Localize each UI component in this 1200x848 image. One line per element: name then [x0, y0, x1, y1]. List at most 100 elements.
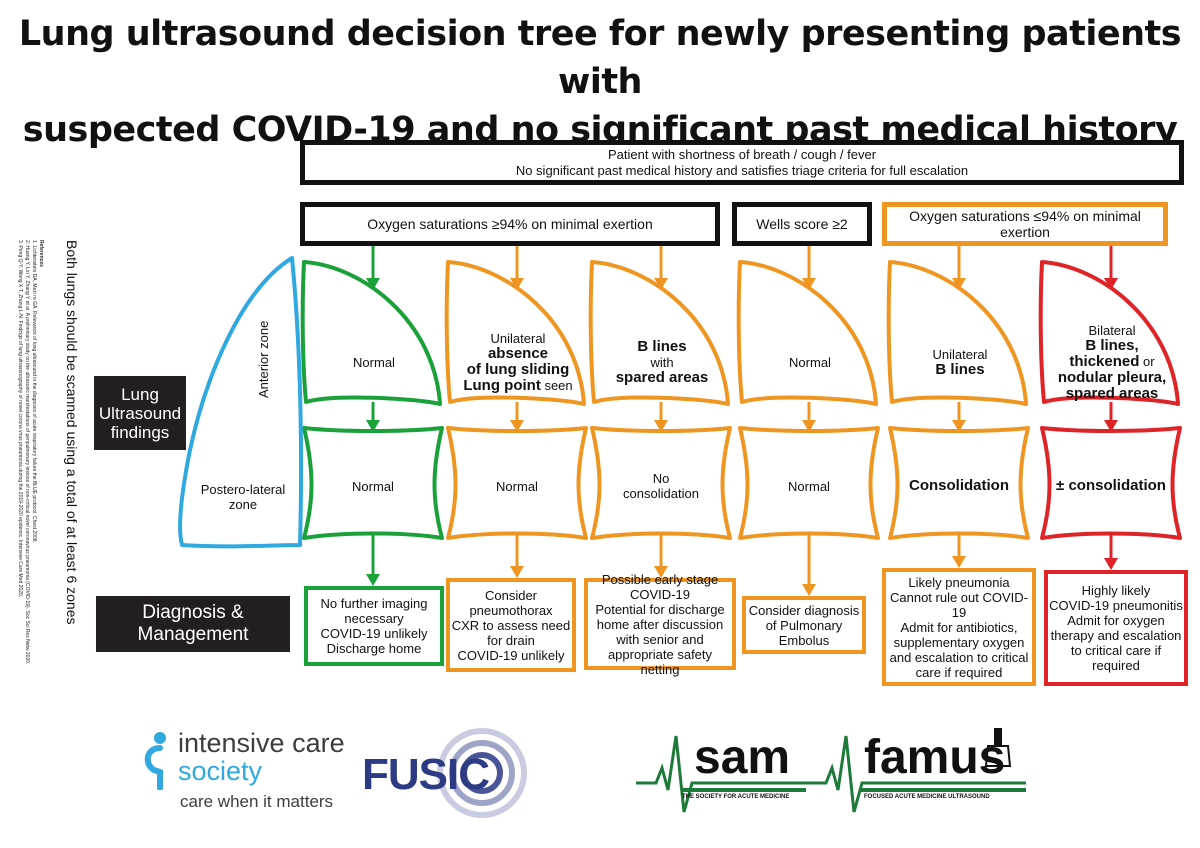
management-line: to critical care if — [1070, 643, 1162, 658]
management-line: COVID-19 unlikely — [457, 647, 565, 663]
anterior-finding-line: Lung point seen — [463, 376, 573, 394]
anterior-finding-line: of lung sliding — [466, 360, 570, 378]
criteria-sat-low: Oxygen saturations ≤94% on minimal exert… — [882, 202, 1168, 246]
references-heading: References — [38, 240, 44, 267]
findings-label: Lung Ultrasound findings — [94, 376, 186, 450]
anterior-finding-line: thickened or — [1069, 352, 1155, 370]
management-line: therapy and escalation — [1050, 628, 1182, 643]
management-line: Consider diagnosis — [748, 602, 860, 618]
arrow-to-management-5-arrowhead — [952, 556, 966, 568]
fusic-logo: FUSIC — [362, 728, 532, 818]
management-line: Cannot rule out COVID-19 — [889, 589, 1028, 620]
management-line: care if required — [915, 664, 1003, 680]
criteria-sat-high: Oxygen saturations ≥94% on minimal exert… — [300, 202, 720, 246]
references: References 1. Lichtenstein DA, Mezi re G… — [16, 240, 44, 664]
sam-wordmark: sam — [694, 731, 791, 784]
arrow-to-management-3-arrowhead — [654, 566, 668, 578]
management-line: appropriate safety netting — [607, 646, 713, 677]
fusic-rings-icon — [437, 728, 527, 818]
ics-symbol-icon — [144, 732, 166, 790]
posterior-finding-4: Normal — [748, 440, 870, 532]
posterior-zone-shape-6 — [1040, 426, 1182, 540]
posterior-zone-shape-4 — [738, 426, 880, 540]
lung-shapes — [300, 260, 1182, 540]
anterior-finding-line: absence — [487, 344, 549, 362]
anterior-zone-shape-6 — [1038, 260, 1180, 406]
management-line: COVID-19 — [630, 586, 690, 602]
posterior-zone-shape-5 — [888, 426, 1030, 540]
criteria-wells: Wells score ≥2 — [732, 202, 872, 246]
posterior-finding-line: ± consolidation — [1056, 477, 1166, 494]
anterior-zone-shape-2 — [444, 260, 586, 406]
management-line: Possible early stage — [601, 571, 719, 587]
anterior-finding-line: Normal — [789, 354, 831, 370]
arrow-to-anterior-5-arrowhead — [952, 278, 966, 290]
diagnosis-label: Diagnosis & Management — [96, 596, 290, 652]
anterior-zone-label: Anterior zone — [256, 320, 271, 398]
arrow-to-anterior-6-arrowhead — [1104, 278, 1118, 290]
posterior-finding-line: Normal — [496, 478, 538, 494]
anterior-finding-line: nodular pleura, — [1057, 368, 1167, 386]
anterior-finding-4: Normal — [746, 300, 874, 424]
arrow-to-management-2-arrowhead — [510, 566, 524, 578]
presentation-line-1: Patient with shortness of breath / cough… — [607, 146, 877, 162]
management-line: Highly likely — [1081, 583, 1151, 598]
arrow-to-anterior-4-arrowhead — [802, 278, 816, 290]
ics-tagline: care when it matters — [180, 792, 334, 811]
sam-logo: sam THE SOCIETY FOR ACUTE MEDICINE — [636, 728, 816, 818]
posterior-finding-2: Normal — [456, 440, 578, 532]
management-line: No further imaging — [320, 596, 428, 611]
anterior-finding-line: spared areas — [1065, 384, 1159, 402]
anterior-finding-line: B lines — [935, 360, 985, 378]
anterior-finding-line: Unilateral — [932, 346, 988, 362]
title-line-1: Lung ultrasound decision tree for newly … — [18, 14, 1182, 102]
anterior-finding-line: B lines, — [1085, 336, 1139, 354]
posterior-zone-shape-3 — [590, 426, 732, 540]
management-line: of Pulmonary — [765, 617, 843, 633]
management-line: Likely pneumonia — [908, 574, 1010, 590]
anterior-finding-line: spared areas — [615, 368, 709, 386]
posterior-finding-5: Consolidation — [898, 440, 1020, 532]
management-line: Consider — [484, 587, 538, 603]
anterior-zone-shape-4 — [736, 260, 878, 406]
posterior-finding-6: ± consolidation — [1050, 440, 1172, 532]
anterior-finding-line: B lines — [637, 337, 687, 355]
sam-tagline: THE SOCIETY FOR ACUTE MEDICINE — [682, 794, 790, 800]
anterior-zone-shape-5 — [886, 260, 1028, 406]
posterior-finding-line: No — [652, 471, 670, 486]
famus-ecg-icon — [816, 735, 1026, 813]
arrow-to-anterior-2-arrowhead — [510, 278, 524, 290]
lung-outline — [178, 256, 304, 549]
arrow-to-management-1-arrowhead — [366, 574, 380, 586]
management-line: Embolus — [778, 632, 830, 648]
reference-3: 3. Peng Q-Y, Wang X-T, Zhang L-N. Findin… — [17, 240, 23, 598]
arrow-to-posterior-4-arrowhead — [802, 420, 816, 432]
anterior-finding-line: Unilateral — [490, 330, 546, 346]
ecg-line-icon — [636, 735, 816, 813]
famus-wordmark: famus — [864, 731, 1006, 784]
management-line: COVID-19 unlikely — [320, 626, 428, 641]
anterior-finding-line: Normal — [353, 354, 395, 370]
anterior-zone-shape-3 — [588, 260, 730, 406]
arrow-to-posterior-1-arrowhead — [366, 420, 380, 432]
presentation-line-2: No significant past medical history and … — [515, 162, 969, 178]
arrow-to-posterior-2-arrowhead — [510, 420, 524, 432]
ics-logo: intensive care society care when it matt… — [140, 728, 360, 818]
famus-tagline: FOCUSED ACUTE MEDICINE ULTRASOUND — [864, 794, 990, 800]
posterior-zone-shape-2 — [446, 426, 588, 540]
posterolateral-zone-label: Postero-lateral zone — [200, 482, 286, 512]
anterior-finding-line: Bilateral — [1088, 322, 1136, 338]
management-line: pneumothorax — [469, 602, 553, 618]
posterior-finding-line: consolidation — [623, 486, 699, 501]
posterior-finding-line: Normal — [352, 478, 394, 494]
